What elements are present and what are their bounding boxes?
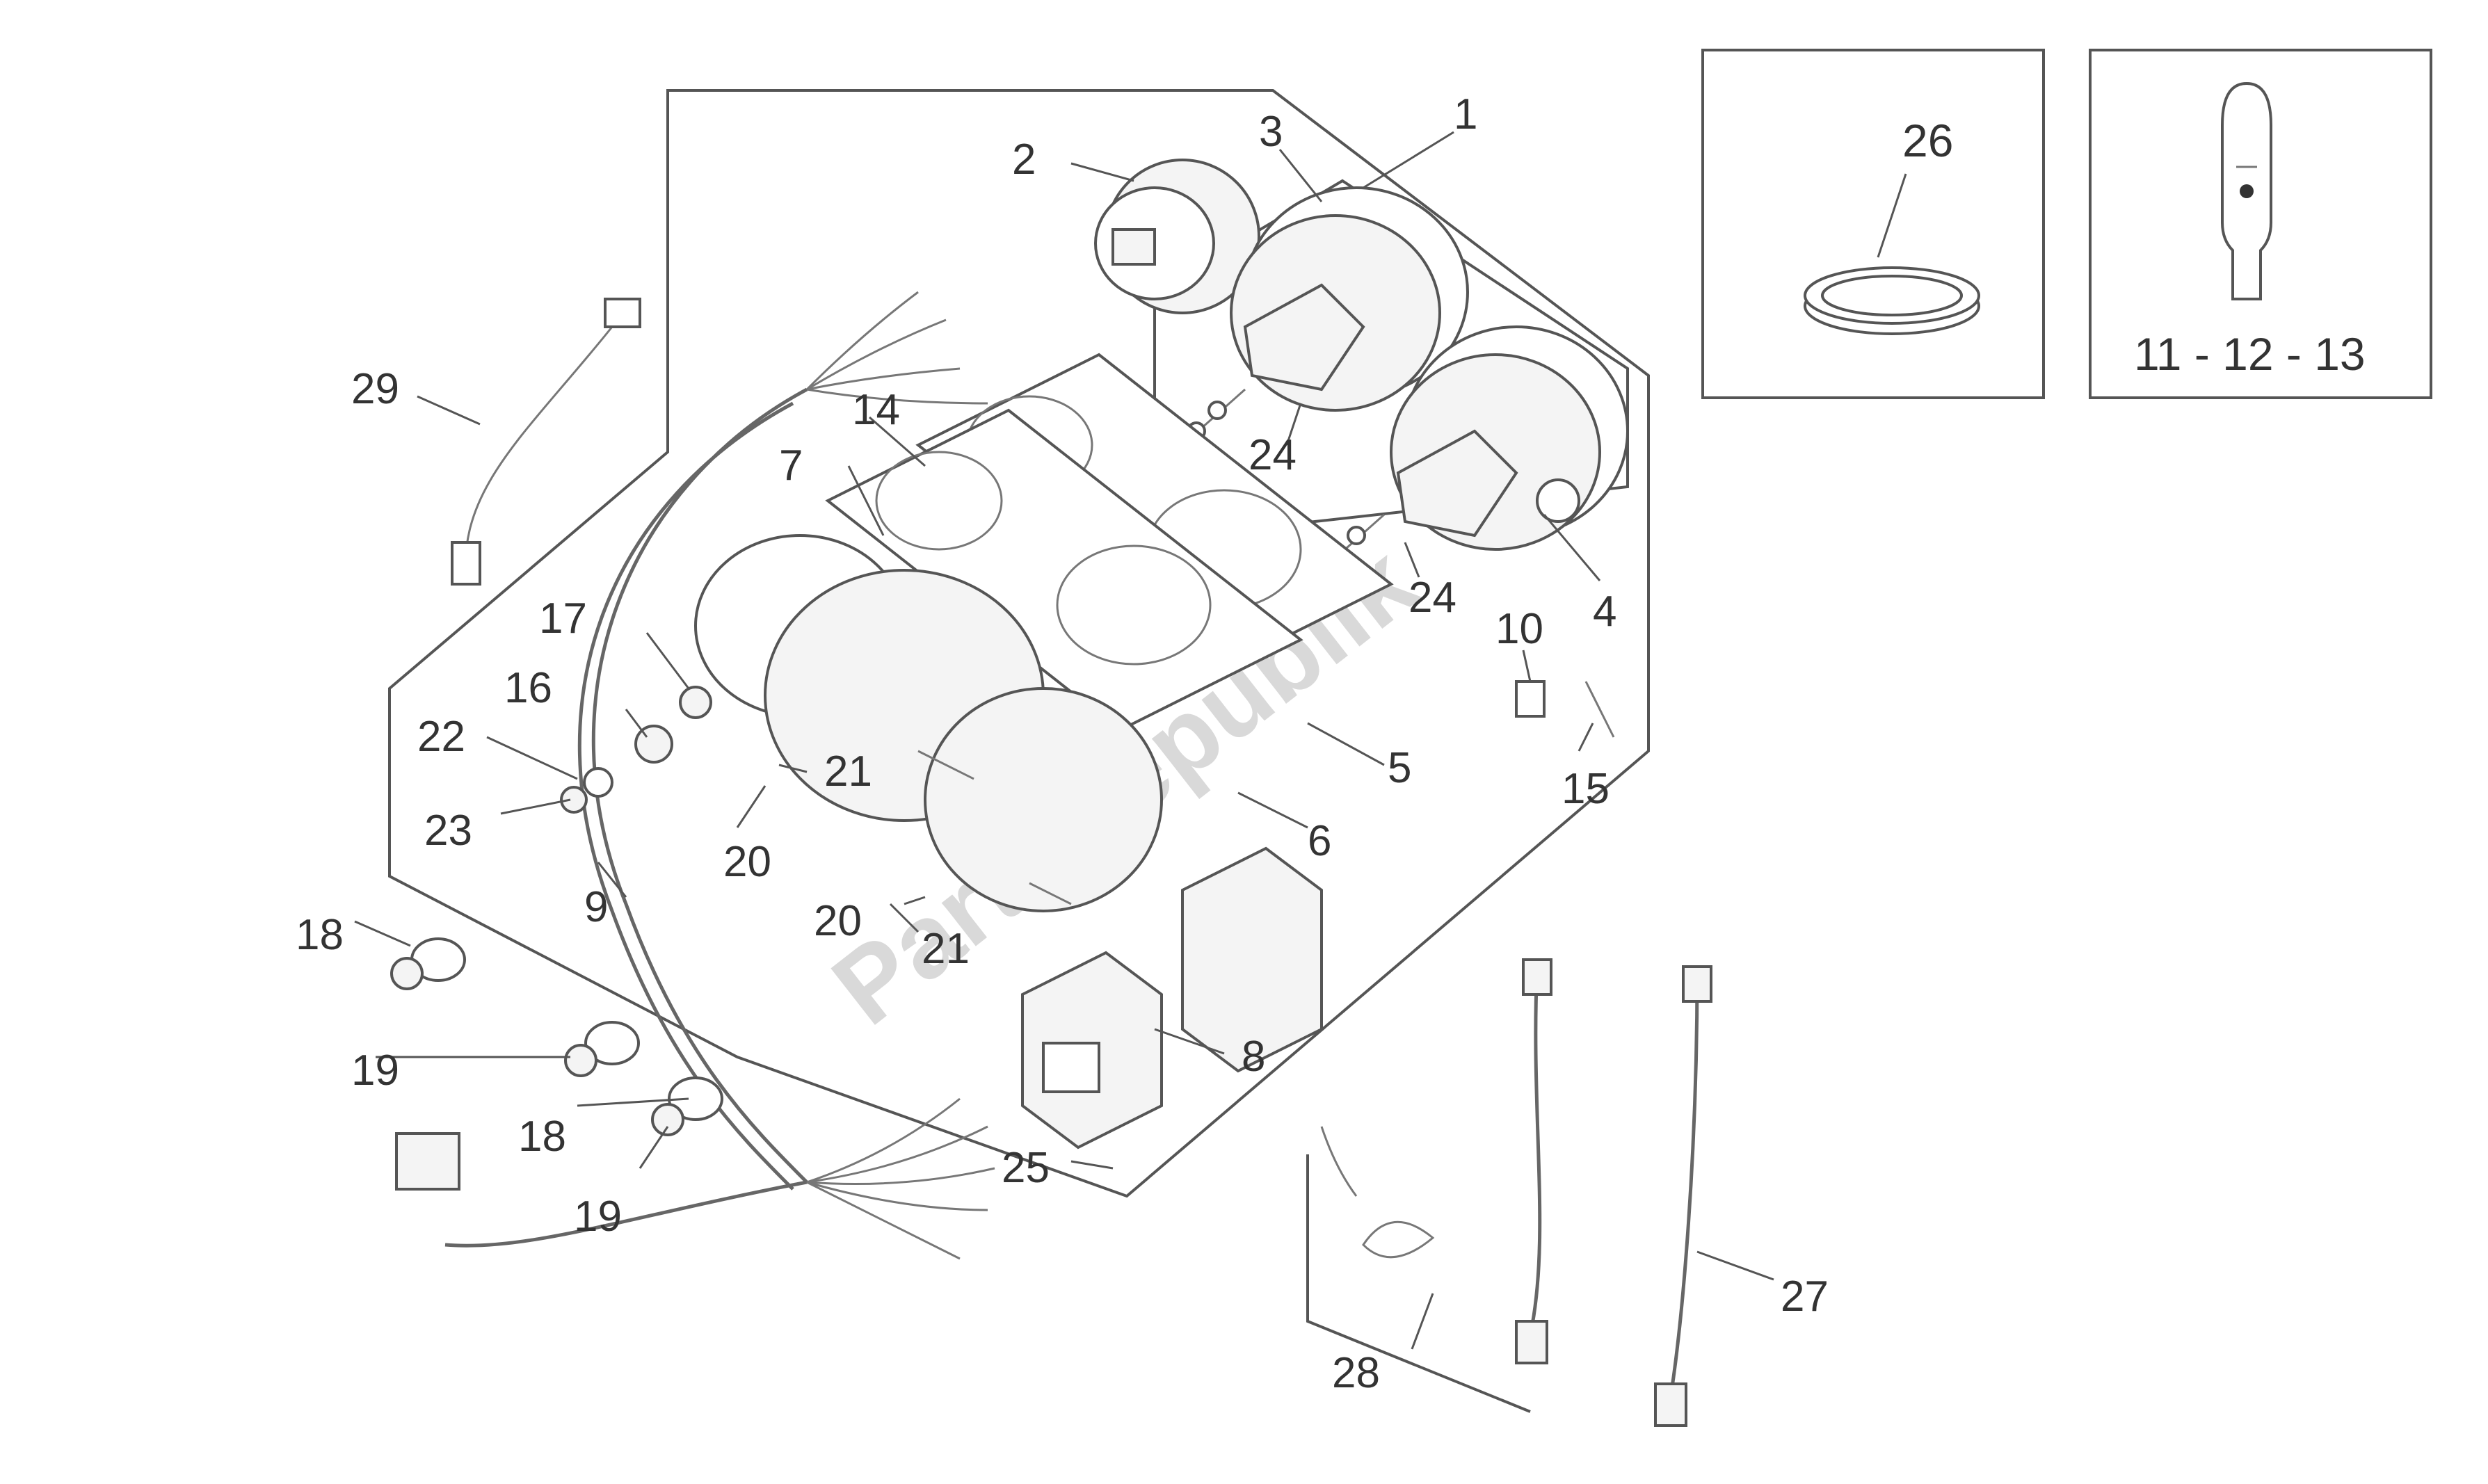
callout-28: 28 [1332,1349,1380,1397]
callout-5: 5 [1388,744,1411,792]
upper-gauge-part [1230,186,1469,412]
small-gauge-part [1094,159,1260,314]
bulb-part [2221,81,2272,300]
callout-16: 16 [504,664,552,712]
callout-7: 7 [779,442,803,490]
callout-22: 22 [417,713,465,761]
callout-9: 9 [584,883,608,931]
callout-21a: 21 [824,748,872,796]
cable-subframe [1306,1154,1531,1413]
callout-1: 1 [1454,90,1477,138]
callout-17: 17 [539,595,587,643]
callout-20a: 20 [723,838,771,886]
callout-labels: 1 2 3 4 5 6 7 8 9 10 14 15 16 17 18 18 1… [296,90,1829,1397]
gauge-housing-part [694,534,1163,912]
callout-21b: 21 [922,925,970,973]
callout-8: 8 [1242,1033,1265,1081]
speedo-cable-parts [1320,958,1712,1427]
callout-23: 23 [424,807,472,855]
callout-24a: 24 [1249,431,1297,479]
callout-19b: 19 [574,1193,622,1241]
inset-bulb-box [2089,49,2432,399]
inset-ring-box [1701,49,2045,399]
panel-plate-parts [825,353,1394,732]
inset-bulb-label: 11 - 12 - 13 [2134,328,2366,380]
callout-24b: 24 [1408,574,1456,622]
ring-seal-part [1804,173,1980,335]
fastener-parts [390,680,1615,1136]
callout-15: 15 [1562,765,1610,813]
relay-block-parts [1021,846,1323,1150]
inset-ring-label: 26 [1902,115,1953,166]
callout-14: 14 [852,386,900,434]
lower-gauge-part [1390,325,1629,551]
callout-6: 6 [1308,817,1331,865]
callout-25: 25 [1002,1144,1050,1192]
callout-4: 4 [1593,588,1616,636]
leader-lines [354,131,1774,1350]
callout-18a: 18 [296,911,344,959]
assembly-frame [388,89,1650,1198]
callout-20b: 20 [814,897,862,945]
callout-18b: 18 [518,1113,566,1161]
sensor-lead-part [451,298,641,586]
callout-29: 29 [351,365,399,413]
callout-2: 2 [1012,136,1036,184]
wiring-harness-part [395,291,995,1260]
callout-27: 27 [1781,1273,1829,1321]
callout-10: 10 [1495,605,1543,653]
callout-3: 3 [1259,108,1283,156]
callout-19a: 19 [351,1047,399,1095]
